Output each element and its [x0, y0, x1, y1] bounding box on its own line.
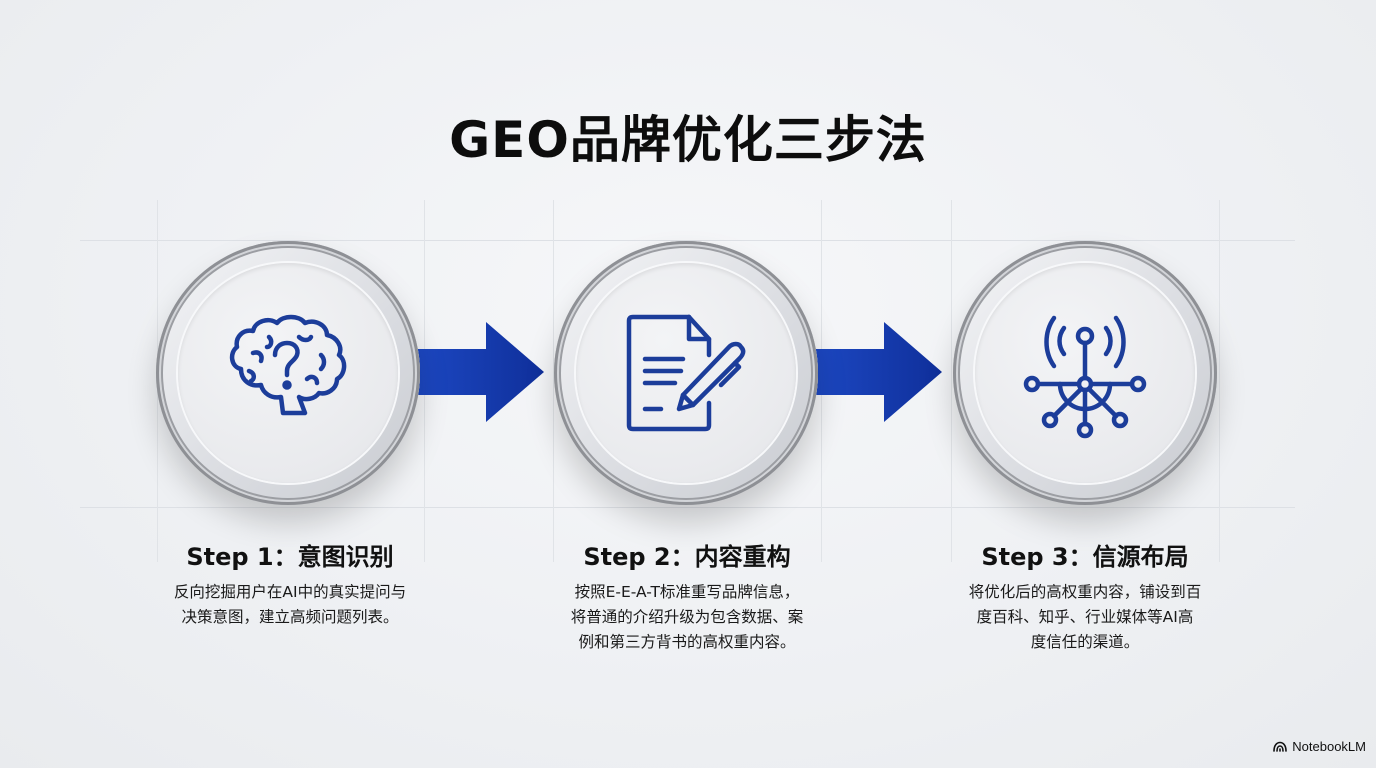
step-1-desc-line: 反向挖掘用户在AI中的真实提问与 [173, 583, 407, 601]
step-1-title: Step 1：意图识别 [186, 543, 394, 571]
grid-line-v3 [553, 200, 554, 562]
step-1-description: 反向挖掘用户在AI中的真实提问与 决策意图，建立高频问题列表。 [140, 580, 440, 630]
notebooklm-logo-icon [1273, 741, 1288, 752]
brand-watermark: NotebookLM [1273, 739, 1366, 754]
step-2-desc-line: 按照E-E-A-T标准重写品牌信息， [574, 583, 800, 601]
brand-label: NotebookLM [1292, 739, 1366, 754]
step-2-disc [554, 241, 818, 505]
step-2-description: 按照E-E-A-T标准重写品牌信息， 将普通的介绍升级为包含数据、案 例和第三方… [537, 580, 837, 655]
step-3-desc-line: 将优化后的高权重内容，铺设到百 [968, 583, 1202, 601]
step-3-description: 将优化后的高权重内容，铺设到百 度百科、知乎、行业媒体等AI高 度信任的渠道。 [935, 580, 1235, 655]
step-2-title: Step 2：内容重构 [583, 543, 791, 571]
brain-question-icon [229, 314, 347, 416]
arrow-right-icon [392, 322, 544, 422]
grid-line-bottom [80, 507, 1295, 508]
grid-line-top [80, 240, 1295, 241]
step-2-disc-inner [576, 263, 796, 483]
step-1-disc [156, 241, 420, 505]
arrow-right-icon [790, 322, 942, 422]
page-title: GEO品牌优化三步法 [449, 111, 927, 169]
step-3-title: Step 3：信源布局 [981, 543, 1189, 571]
document-pen-icon [626, 314, 746, 432]
step-3-disc [953, 241, 1217, 505]
grid-line-v6 [1219, 200, 1220, 562]
grid-line-v5 [951, 200, 952, 562]
step-3-desc-line: 度信任的渠道。 [1030, 633, 1140, 651]
step-1-desc-line: 决策意图，建立高频问题列表。 [181, 608, 399, 626]
broadcast-network-icon [1023, 315, 1147, 439]
step-2-desc-line: 将普通的介绍升级为包含数据、案 [570, 608, 804, 626]
step-2-desc-line: 例和第三方背书的高权重内容。 [578, 633, 796, 651]
step-3-desc-line: 度百科、知乎、行业媒体等AI高 [976, 608, 1194, 626]
